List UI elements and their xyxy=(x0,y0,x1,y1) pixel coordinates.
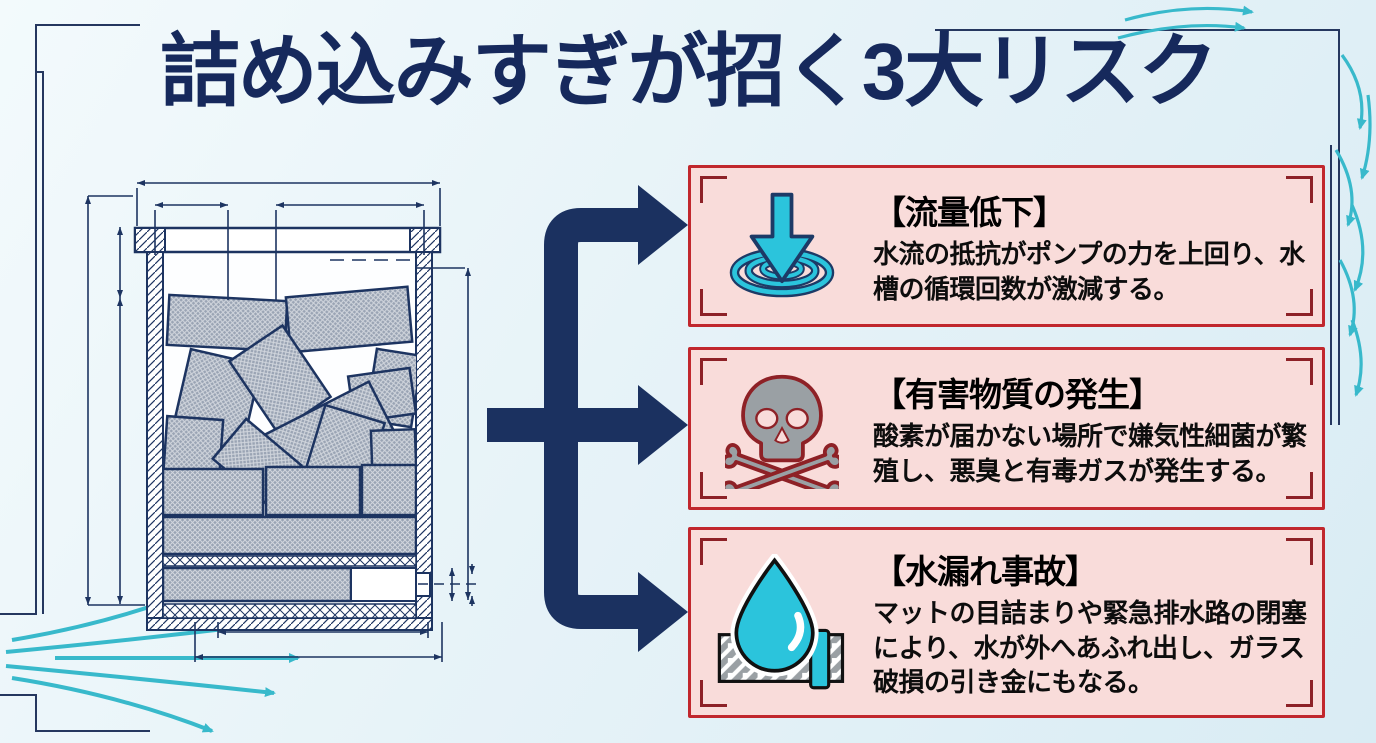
arrowhead-middle xyxy=(638,385,688,465)
icon-column xyxy=(691,189,873,303)
arrowhead-bottom xyxy=(638,572,688,652)
branching-arrows xyxy=(487,185,688,652)
water-drop-leak-icon xyxy=(717,553,845,689)
icon-column xyxy=(691,369,873,489)
risk-heading: 【水漏れ事故】 xyxy=(873,553,1098,591)
risk-text: 【水漏れ事故】 マットの目詰まりや緊急排水路の閉塞により、水が外へあふれ出し、ガ… xyxy=(873,545,1322,700)
risk-text: 【有害物質の発生】 酸素が届かない場所で嫌気性細菌が繁殖し、悪臭と有毒ガスが発生… xyxy=(873,368,1322,488)
bottom-mats-and-outlet xyxy=(162,555,431,619)
page-title: 詰め込みすぎが招く3大リスク xyxy=(159,27,1219,116)
bracket-icon xyxy=(1286,176,1313,203)
bracket-icon xyxy=(1286,472,1313,499)
tank-blueprint-drawing xyxy=(85,180,480,662)
arrowhead-top xyxy=(638,185,688,265)
risk-card-flow-drop: 【流量低下】 水流の抵抗がポンプの力を上回り、水槽の循環回数が激減する。 xyxy=(688,165,1325,327)
risk-heading: 【流量低下】 xyxy=(873,193,1066,231)
bracket-icon xyxy=(700,176,727,203)
icon-column xyxy=(691,553,873,692)
bracket-icon xyxy=(1286,680,1313,707)
risk-body: 酸素が届かない場所で嫌気性細菌が繁殖し、悪臭と有毒ガスが発生する。 xyxy=(873,421,1307,486)
risk-heading: 【有害物質の発生】 xyxy=(873,376,1162,414)
bracket-icon xyxy=(700,358,727,385)
risk-card-toxic: 【有害物質の発生】 酸素が届かない場所で嫌気性細菌が繁殖し、悪臭と有毒ガスが発生… xyxy=(688,347,1325,510)
filter-media-pile xyxy=(163,285,416,603)
bracket-icon xyxy=(700,472,727,499)
risk-body: マットの目詰まりや緊急排水路の閉塞により、水が外へあふれ出し、ガラス破損の引き金… xyxy=(873,598,1307,698)
bracket-icon xyxy=(700,289,727,316)
bracket-icon xyxy=(700,538,727,565)
bracket-icon xyxy=(1286,538,1313,565)
bracket-icon xyxy=(700,680,727,707)
flow-down-ripple-icon xyxy=(729,192,835,298)
skull-crossbones-icon xyxy=(725,374,839,489)
risk-card-leak: 【水漏れ事故】 マットの目詰まりや緊急排水路の閉塞により、水が外へあふれ出し、ガ… xyxy=(688,527,1325,718)
bracket-icon xyxy=(1286,289,1313,316)
risk-text: 【流量低下】 水流の抵抗がポンプの力を上回り、水槽の循環回数が激減する。 xyxy=(873,186,1322,306)
bracket-icon xyxy=(1286,358,1313,385)
risk-body: 水流の抵抗がポンプの力を上回り、水槽の循環回数が激減する。 xyxy=(873,238,1305,304)
